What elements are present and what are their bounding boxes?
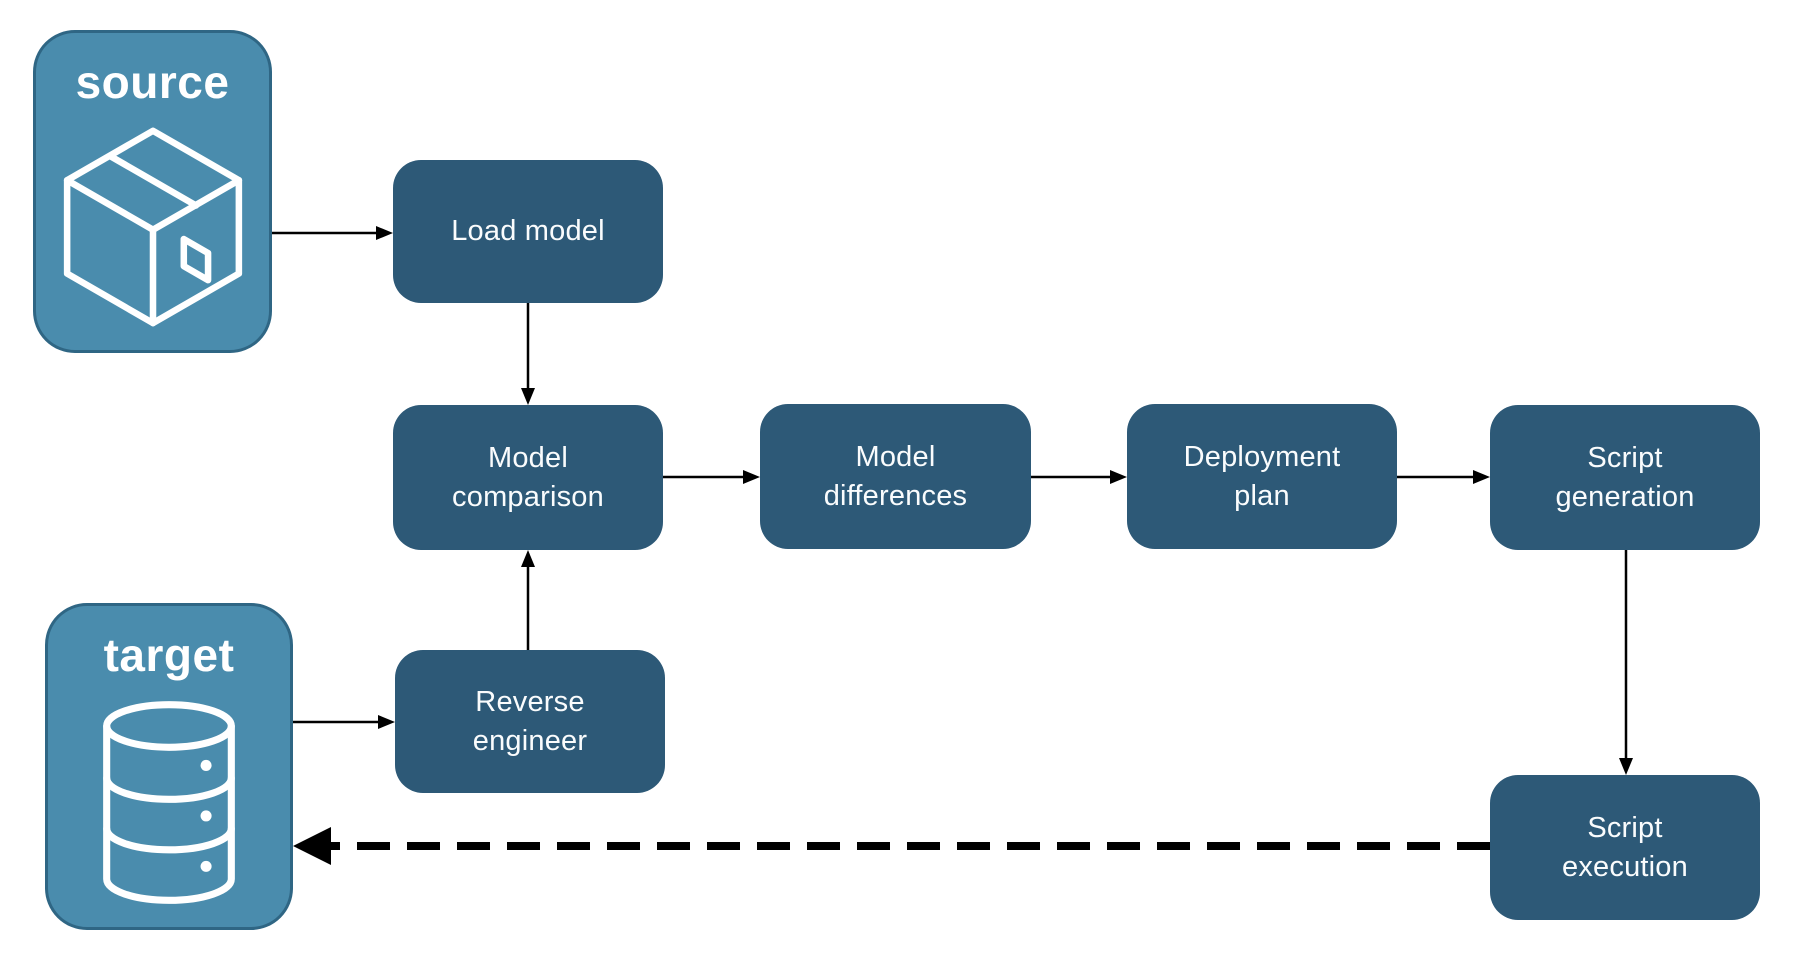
package-icon [63,127,242,327]
node-model-comparison: Model comparison [393,405,663,550]
node-script-generation: Script generation [1490,405,1760,550]
node-label: Model differences [823,440,968,512]
node-load-model: Load model [393,160,663,303]
node-model-differences: Model differences [760,404,1031,549]
node-label: Script execution [1562,811,1688,883]
node-label: Script generation [1555,441,1695,513]
edge-script-generation-to-script-execution [1619,550,1633,775]
edge-reverse-engineer-to-model-comparison [521,550,535,650]
node-reverse-engineer: Reverse engineer [395,650,665,793]
edge-deployment-plan-to-script-generation [1397,470,1490,484]
source-label: source [75,56,230,108]
target-label: target [103,629,235,681]
edge-script-execution-to-target-dashed [293,827,1490,865]
edge-model-comparison-to-model-differences [663,470,760,484]
node-deployment-plan: Deployment plan [1127,404,1397,549]
edge-load-model-to-model-comparison [521,303,535,405]
edge-model-differences-to-deployment-plan [1031,470,1127,484]
edge-target-to-reverse-engineer [293,715,395,729]
node-label: Reverse engineer [472,685,588,757]
node-script-execution: Script execution [1490,775,1760,920]
edge-source-to-load-model [272,226,393,240]
node-label: Load model [451,215,605,248]
database-icon [103,701,235,904]
endpoint-source: source [33,30,272,353]
endpoint-target: target [45,603,293,930]
node-label: Model comparison [452,441,604,513]
node-label: Deployment plan [1183,440,1341,512]
